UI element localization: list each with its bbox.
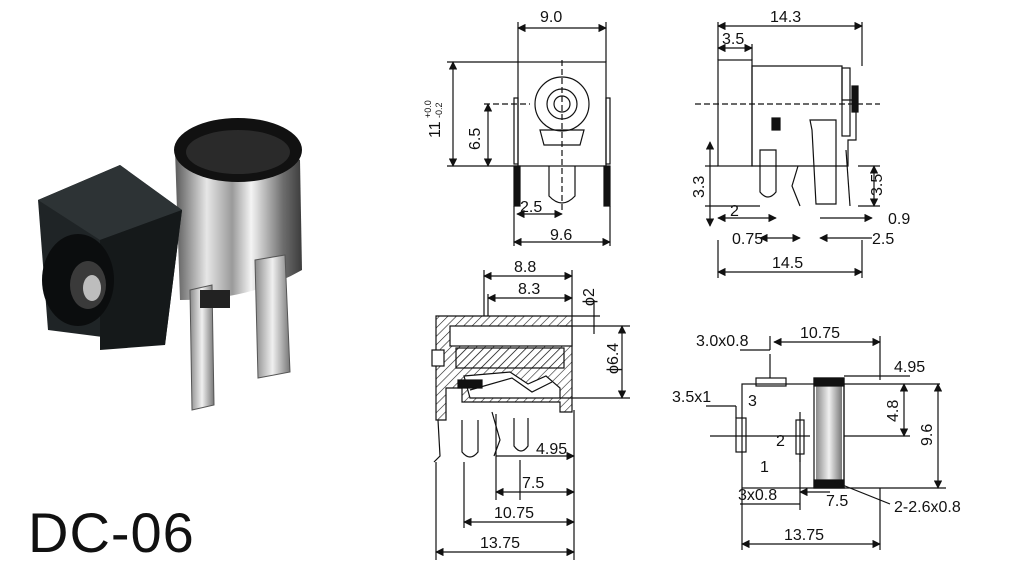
side-view-labels: 14.3 3.5 3.3 2 3.5 0.9 0.75 2.5 14.5 — [691, 9, 910, 272]
front-view — [447, 22, 611, 247]
side-pin-width-b-label: 2.5 — [872, 231, 894, 248]
front-center-label: 6.5 — [467, 128, 484, 150]
pad1-size-label: 3.5x1 — [672, 389, 711, 406]
section-bore-dia-label: ϕ6.4 — [605, 343, 622, 374]
pin1-label: 1 — [760, 459, 769, 476]
side-front-depth-label: 3.5 — [722, 31, 744, 48]
section-view — [431, 270, 630, 560]
section-pin-pos-c-label: 10.75 — [494, 505, 534, 522]
side-pin-offset-label: 2 — [730, 203, 739, 220]
section-overall-label: 13.75 — [480, 535, 520, 552]
side-pin-thickness-label: 0.9 — [888, 211, 910, 228]
side-total-length-label: 14.3 — [770, 9, 801, 26]
section-pin-pos-a-label: 4.95 — [536, 441, 567, 458]
slot-size-label: 2-2.6x0.8 — [894, 499, 961, 516]
pin3-label: 3 — [748, 393, 757, 410]
footprint-pad-height-label: 4.8 — [885, 400, 902, 422]
front-pin-offset-label: 2.5 — [520, 199, 542, 216]
side-pin-height-left-label: 3.3 — [691, 176, 708, 198]
footprint-labels: 3.0x0.8 10.75 4.95 3.5x1 3 4.8 9.6 2 1 3… — [672, 325, 961, 544]
footprint-slot-offset-label: 4.95 — [894, 359, 925, 376]
section-pin-pos-b-label: 7.5 — [522, 475, 544, 492]
pad3-size-label: 3.0x0.8 — [696, 333, 749, 350]
pad2-size-label: 3x0.8 — [738, 487, 777, 504]
front-view-labels: 9.0 11 +0.0 -0.2 6.5 2.5 9.6 — [423, 9, 572, 244]
front-height-label: 11 — [427, 121, 444, 138]
footprint-view — [706, 336, 946, 550]
side-pin-width-a-label: 0.75 — [732, 231, 763, 248]
footprint-overall-label: 13.75 — [784, 527, 824, 544]
footprint-total-height-label: 9.6 — [919, 424, 936, 446]
footprint-slot-pos-label: 7.5 — [826, 493, 848, 510]
footprint-top-span-label: 10.75 — [800, 325, 840, 342]
model-title: DC-06 — [28, 501, 195, 564]
pin2-label: 2 — [776, 433, 785, 450]
section-view-labels: 8.8 8.3 ϕ2 ϕ6.4 4.95 7.5 10.75 13.75 — [480, 259, 622, 552]
front-height-tol-lower: -0.2 — [434, 102, 444, 118]
front-pin-span-label: 9.6 — [550, 227, 572, 244]
side-pin-height-right-label: 3.5 — [869, 174, 886, 196]
side-base-length-label: 14.5 — [772, 255, 803, 272]
section-depth-inner-label: 8.3 — [518, 281, 540, 298]
side-view — [695, 21, 880, 278]
front-width-label: 9.0 — [540, 9, 562, 26]
section-pin-dia-label: ϕ2 — [581, 288, 598, 306]
front-height-tol-upper: +0.0 — [423, 100, 433, 118]
section-depth-outer-label: 8.8 — [514, 259, 536, 276]
product-photo — [38, 118, 302, 411]
